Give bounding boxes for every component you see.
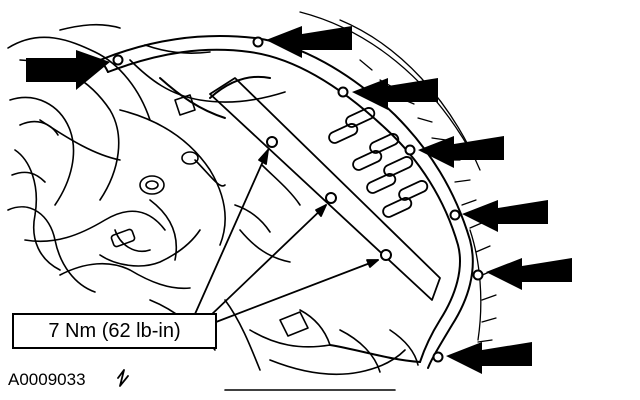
fastener-5 — [449, 209, 461, 221]
torque-spec-callout: 7 Nm (62 lb-in) — [12, 313, 217, 349]
pointer-arrow-4 — [418, 136, 504, 168]
fastener-6 — [472, 269, 484, 281]
center-rib — [209, 77, 441, 301]
pointer-arrow-6 — [486, 258, 572, 290]
center-fastener-3 — [380, 249, 392, 261]
fastener-3 — [337, 86, 349, 98]
vent-slots — [328, 107, 429, 218]
pointer-arrow-2 — [266, 26, 352, 58]
fastener-pointer-arrows — [26, 26, 572, 374]
center-fastener-2 — [325, 192, 337, 204]
pointer-arrow-1 — [26, 50, 110, 90]
fastener-2 — [252, 36, 264, 48]
fastener-4 — [404, 144, 416, 156]
fastener-1 — [112, 54, 124, 66]
wheel-well-hatching — [299, 11, 497, 343]
perimeter-fasteners — [112, 36, 484, 363]
center-fastener-1 — [266, 136, 278, 148]
pointer-arrow-3 — [352, 78, 438, 110]
torque-spec-label: 7 Nm (62 lb-in) — [48, 319, 181, 342]
figure-id-label: A0009033 — [8, 370, 86, 389]
center-fasteners — [266, 136, 392, 261]
pointer-arrow-5 — [462, 200, 548, 232]
pointer-arrow-7 — [446, 342, 532, 374]
torque-leader-lines — [194, 149, 379, 323]
background-components — [110, 94, 309, 337]
fastener-7 — [432, 351, 444, 363]
figure-id-mark — [117, 369, 129, 387]
